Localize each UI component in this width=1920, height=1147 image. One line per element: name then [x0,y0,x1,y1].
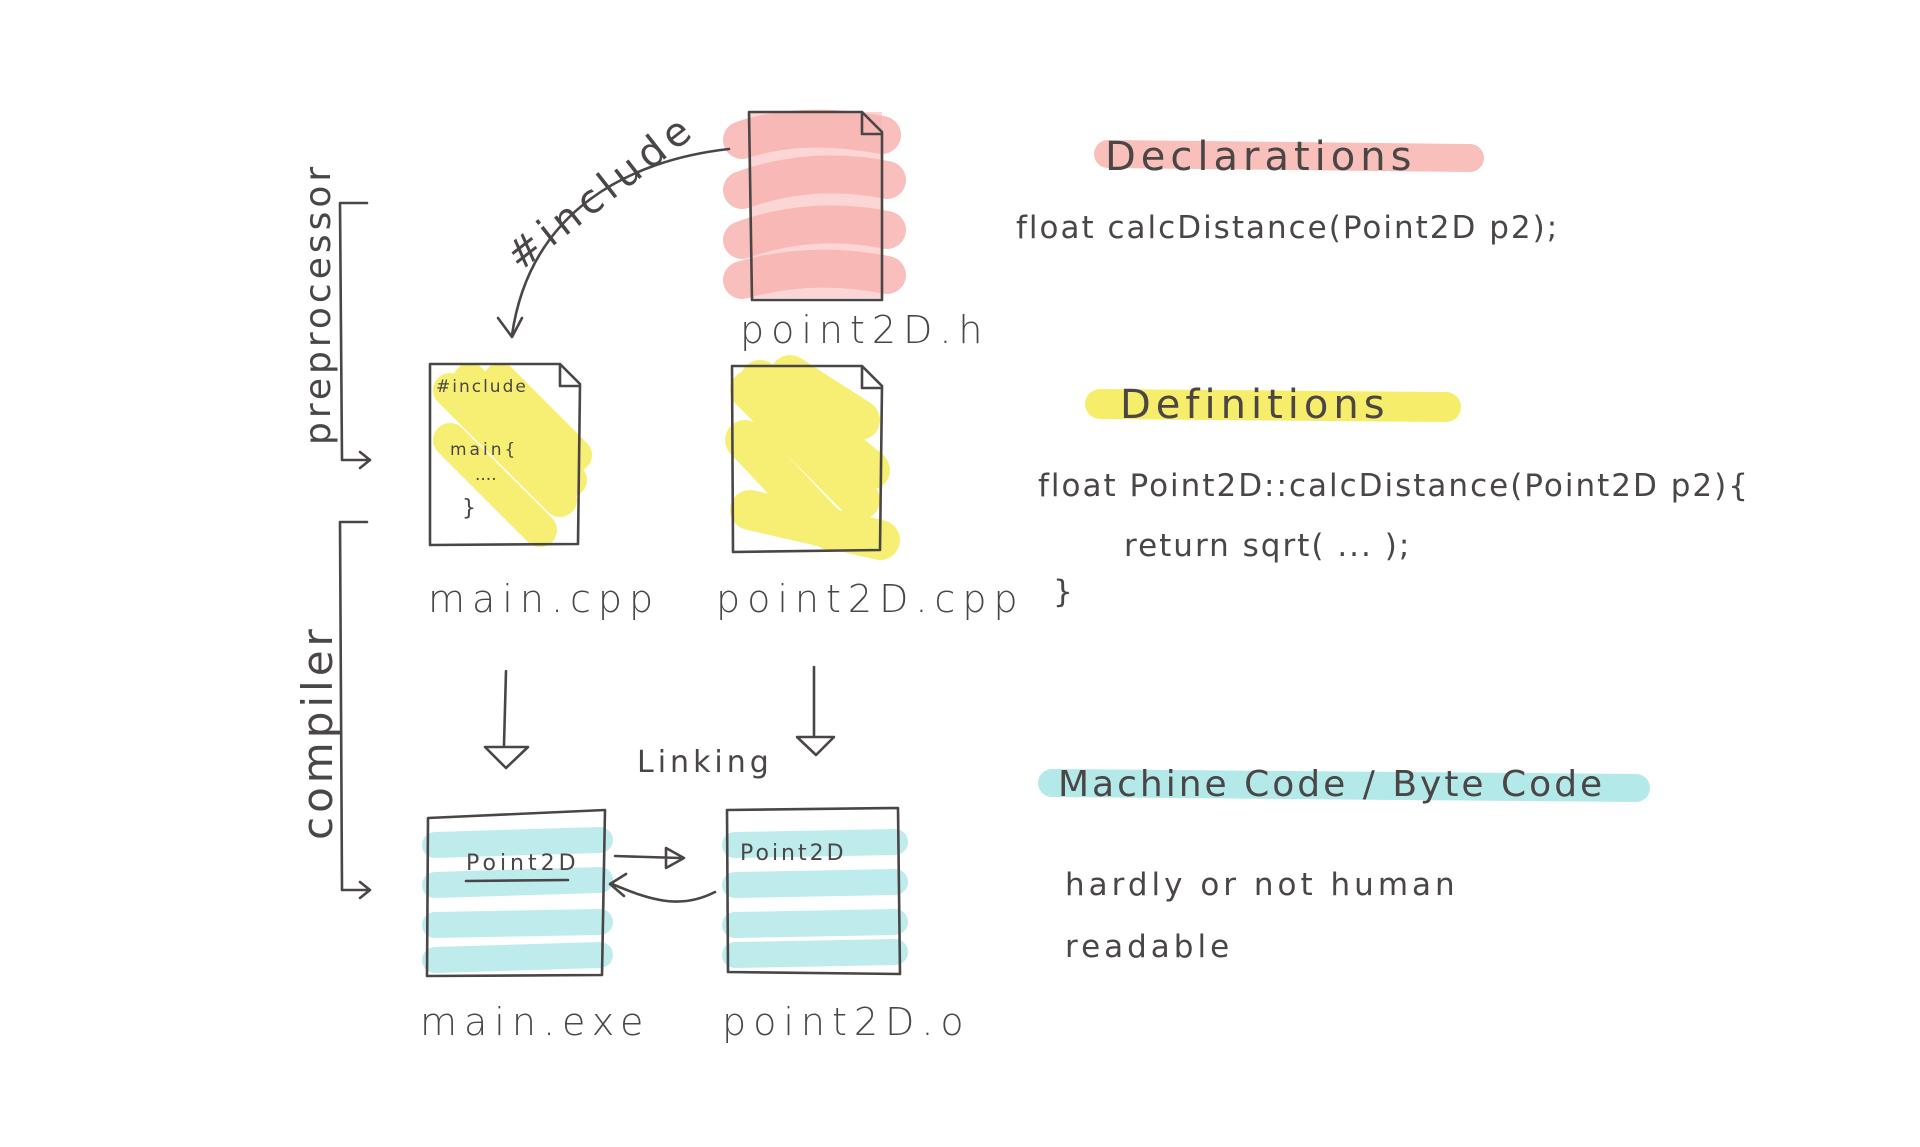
header-file-doc [723,109,906,302]
main-cpp-doc [428,362,592,547]
machine-code-highlight [1038,769,1650,802]
main-compile-arrow [483,669,530,770]
declarations-highlight [1094,140,1484,172]
definitions-title: Definitions [1120,382,1390,428]
definitions-highlight [1085,389,1461,422]
point-o-label: point2D.o [722,1000,971,1044]
machine-code-title: Machine Code / Byte Code [1058,764,1605,805]
header-file-label: point2D.h [740,308,990,352]
definitions-code-line-1: float Point2D::calcDistance(Point2D p2){ [1038,468,1750,504]
point-o-doc [722,806,908,976]
main-cpp-line-2: main{ [450,440,518,460]
main-cpp-line-1: #include [436,377,528,397]
include-arrow-label: #include [498,104,705,280]
preprocessor-label: preprocessor [298,163,339,445]
point-cpp-label: point2D.cpp [716,577,1025,621]
linking-label: Linking [637,745,773,780]
compiler-label: compiler [293,625,342,840]
declarations-title: Declarations [1105,134,1416,180]
declarations-code: float calcDistance(Point2D p2); [1016,210,1559,246]
main-exe-label: main.exe [420,1000,650,1044]
definitions-code-line-2: return sqrt( ... ); [1124,528,1411,564]
machine-code-text-line-2: readable [1065,929,1233,965]
link-arrow-right [613,846,686,870]
machine-code-text-line-1: hardly or not human [1065,867,1459,903]
point-cpp-doc [725,355,900,560]
main-cpp-line-4: } [462,496,476,521]
main-exe-symbol: Point2D [466,851,580,876]
main-exe-doc [422,808,613,978]
definitions-code-line-3: } [1053,574,1075,610]
point-o-symbol: Point2D [740,841,847,866]
link-arrow-left [608,872,717,903]
main-cpp-line-3: .... [475,465,497,485]
include-arrow [496,147,731,339]
compiler-bracket [338,520,372,900]
main-cpp-label: main.cpp [428,577,660,621]
preprocessor-bracket [338,201,372,470]
point-compile-arrow [795,665,836,757]
